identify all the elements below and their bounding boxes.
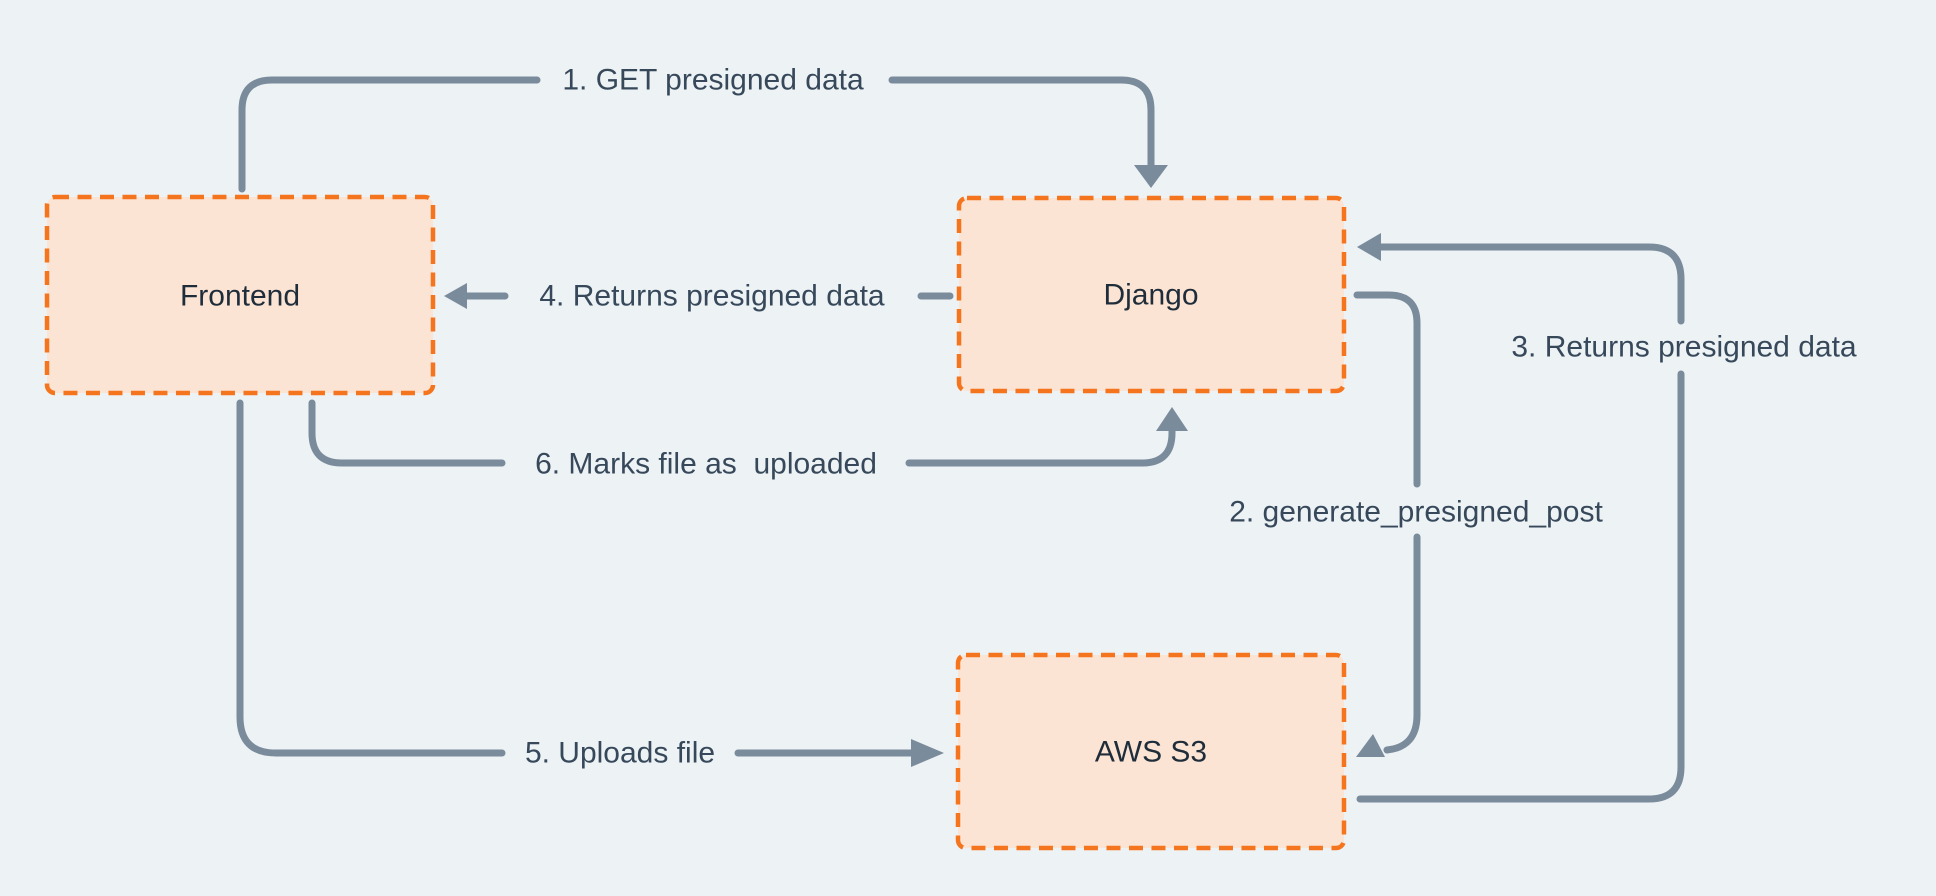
edge-step-6 (308, 399, 1188, 467)
edge-step-3-line-top (1377, 243, 1685, 325)
node-aws-s3-box (955, 652, 1347, 851)
arrowhead-step-1-down-icon (1134, 165, 1168, 188)
edge-label-step-2: 2. generate_presigned_post (1229, 496, 1603, 529)
edge-step-5 (236, 399, 944, 767)
edge-step-1 (238, 76, 1168, 193)
arrowhead-step-3-left-icon (1357, 233, 1381, 261)
node-django-label: Django (1103, 279, 1198, 312)
edge-step-5-line-left (236, 399, 506, 757)
edge-step-1-line-left (238, 76, 541, 193)
edge-step-3-line-bottom (1356, 370, 1685, 803)
edge-step-2-line-bottom (1383, 533, 1421, 754)
edge-step-2-line-top (1353, 291, 1421, 488)
edge-step-3 (1356, 233, 1685, 803)
node-django: Django (956, 195, 1347, 394)
arrowhead-step-5-right-icon (911, 739, 944, 767)
arrowhead-step-6-up-icon (1156, 407, 1188, 431)
node-frontend-box (44, 194, 436, 396)
node-aws-s3-label: AWS S3 (1095, 736, 1207, 769)
edge-step-1-line-right (888, 76, 1155, 172)
edge-label-step-1: 1. GET presigned data (562, 64, 864, 97)
node-frontend-label: Frontend (180, 280, 300, 313)
arrowhead-step-2-downleft-icon (1356, 734, 1385, 757)
node-django-box (956, 195, 1347, 394)
edge-label-step-6: 6. Marks file as uploaded (535, 448, 877, 481)
edge-label-step-5: 5. Uploads file (525, 737, 715, 770)
edge-label-step-3: 3. Returns presigned data (1511, 331, 1857, 364)
arrowhead-step-4-left-icon (444, 283, 467, 309)
edge-step-2 (1353, 291, 1421, 757)
node-aws-s3: AWS S3 (955, 652, 1347, 851)
edge-label-step-4: 4. Returns presigned data (539, 280, 885, 313)
edge-step-4 (444, 283, 954, 309)
edge-step-6-line-right (905, 425, 1176, 467)
node-frontend: Frontend (44, 194, 436, 396)
edge-step-6-line-left (308, 399, 506, 467)
